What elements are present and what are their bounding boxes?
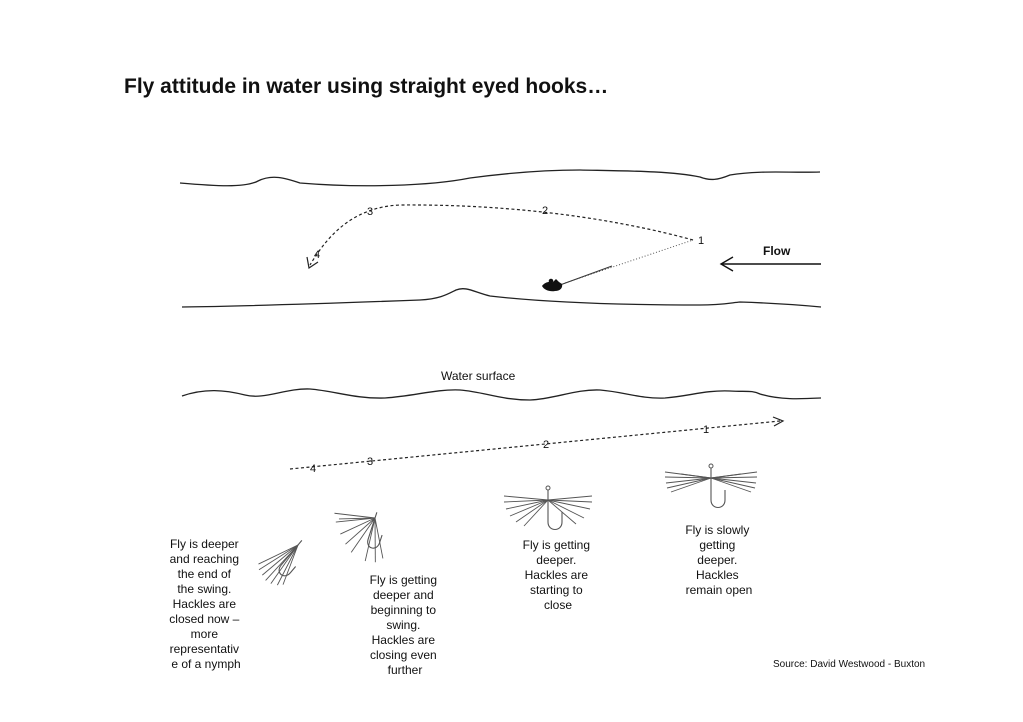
top-path-number-1: 1	[698, 235, 704, 247]
caption-line: further	[388, 663, 423, 677]
caption-line: Fly is deeper	[170, 537, 239, 551]
caption-line: Fly is getting	[370, 573, 437, 587]
top-path-number-3: 3	[367, 206, 373, 218]
rod-line	[559, 265, 613, 286]
caption-line: deeper.	[697, 553, 737, 567]
side-path-number-2: 2	[543, 439, 549, 451]
caption-fly-4: Fly is deeper and reaching the end of th…	[169, 537, 242, 671]
page-title: Fly attitude in water using straight eye…	[124, 75, 608, 98]
caption-fly-2: Fly is getting deeper. Hackles are start…	[523, 538, 594, 612]
arrow-head-depth	[772, 416, 785, 427]
near-bank-line	[181, 288, 822, 308]
side-path-number-4: 4	[310, 463, 316, 475]
arrow-left-icon	[719, 256, 734, 272]
caption-line: Fly is slowly	[685, 523, 749, 537]
angler-icon	[542, 278, 563, 292]
caption-line: swing.	[386, 618, 420, 632]
caption-line: more	[191, 627, 219, 641]
caption-line: representativ	[170, 642, 239, 656]
side-path-number-3: 3	[367, 456, 373, 468]
caption-line: the swing.	[177, 582, 231, 596]
caption-line: closing even	[370, 648, 437, 662]
water-surface-line	[181, 388, 822, 401]
caption-line: Hackles	[696, 568, 739, 582]
flow-label: Flow	[763, 244, 791, 258]
arrow-head-swing	[306, 256, 319, 270]
far-bank-line	[179, 169, 821, 187]
flow-arrow	[719, 256, 821, 272]
river-side-view: Water surface 1 2 3 4	[181, 369, 822, 475]
caption-line: Hackles are	[525, 568, 589, 582]
caption-line: close	[544, 598, 572, 612]
caption-line: deeper and	[373, 588, 434, 602]
caption-line: remain open	[686, 583, 753, 597]
caption-line: closed now –	[169, 612, 239, 626]
fly-icon	[258, 540, 303, 586]
caption-line: Fly is getting	[523, 538, 590, 552]
caption-line: beginning to	[371, 603, 437, 617]
caption-line: getting	[699, 538, 735, 552]
caption-fly-1: Fly is slowly getting deeper. Hackles re…	[685, 523, 752, 597]
caption-line: Hackles are	[173, 597, 237, 611]
caption-line: starting to	[530, 583, 583, 597]
caption-line: e of a nymph	[171, 657, 240, 671]
side-path-number-1: 1	[703, 424, 709, 436]
caption-line: Hackles are	[372, 633, 436, 647]
water-surface-label: Water surface	[441, 369, 516, 383]
top-path-number-4: 4	[314, 249, 320, 261]
river-top-view: Flow 1 2 3 4	[179, 169, 822, 308]
caption-fly-3: Fly is getting deeper and beginning to s…	[370, 573, 441, 677]
fly-swing-path-top	[309, 204, 694, 266]
caption-line: deeper.	[536, 553, 576, 567]
caption-line: and reaching	[170, 552, 239, 566]
top-path-number-2: 2	[542, 205, 548, 217]
fly-icon	[503, 485, 593, 531]
caption-line: the end of	[178, 567, 232, 581]
source-credit: Source: David Westwood - Buxton	[773, 659, 925, 670]
fly-icon	[334, 512, 384, 563]
fly-icon	[664, 463, 758, 509]
